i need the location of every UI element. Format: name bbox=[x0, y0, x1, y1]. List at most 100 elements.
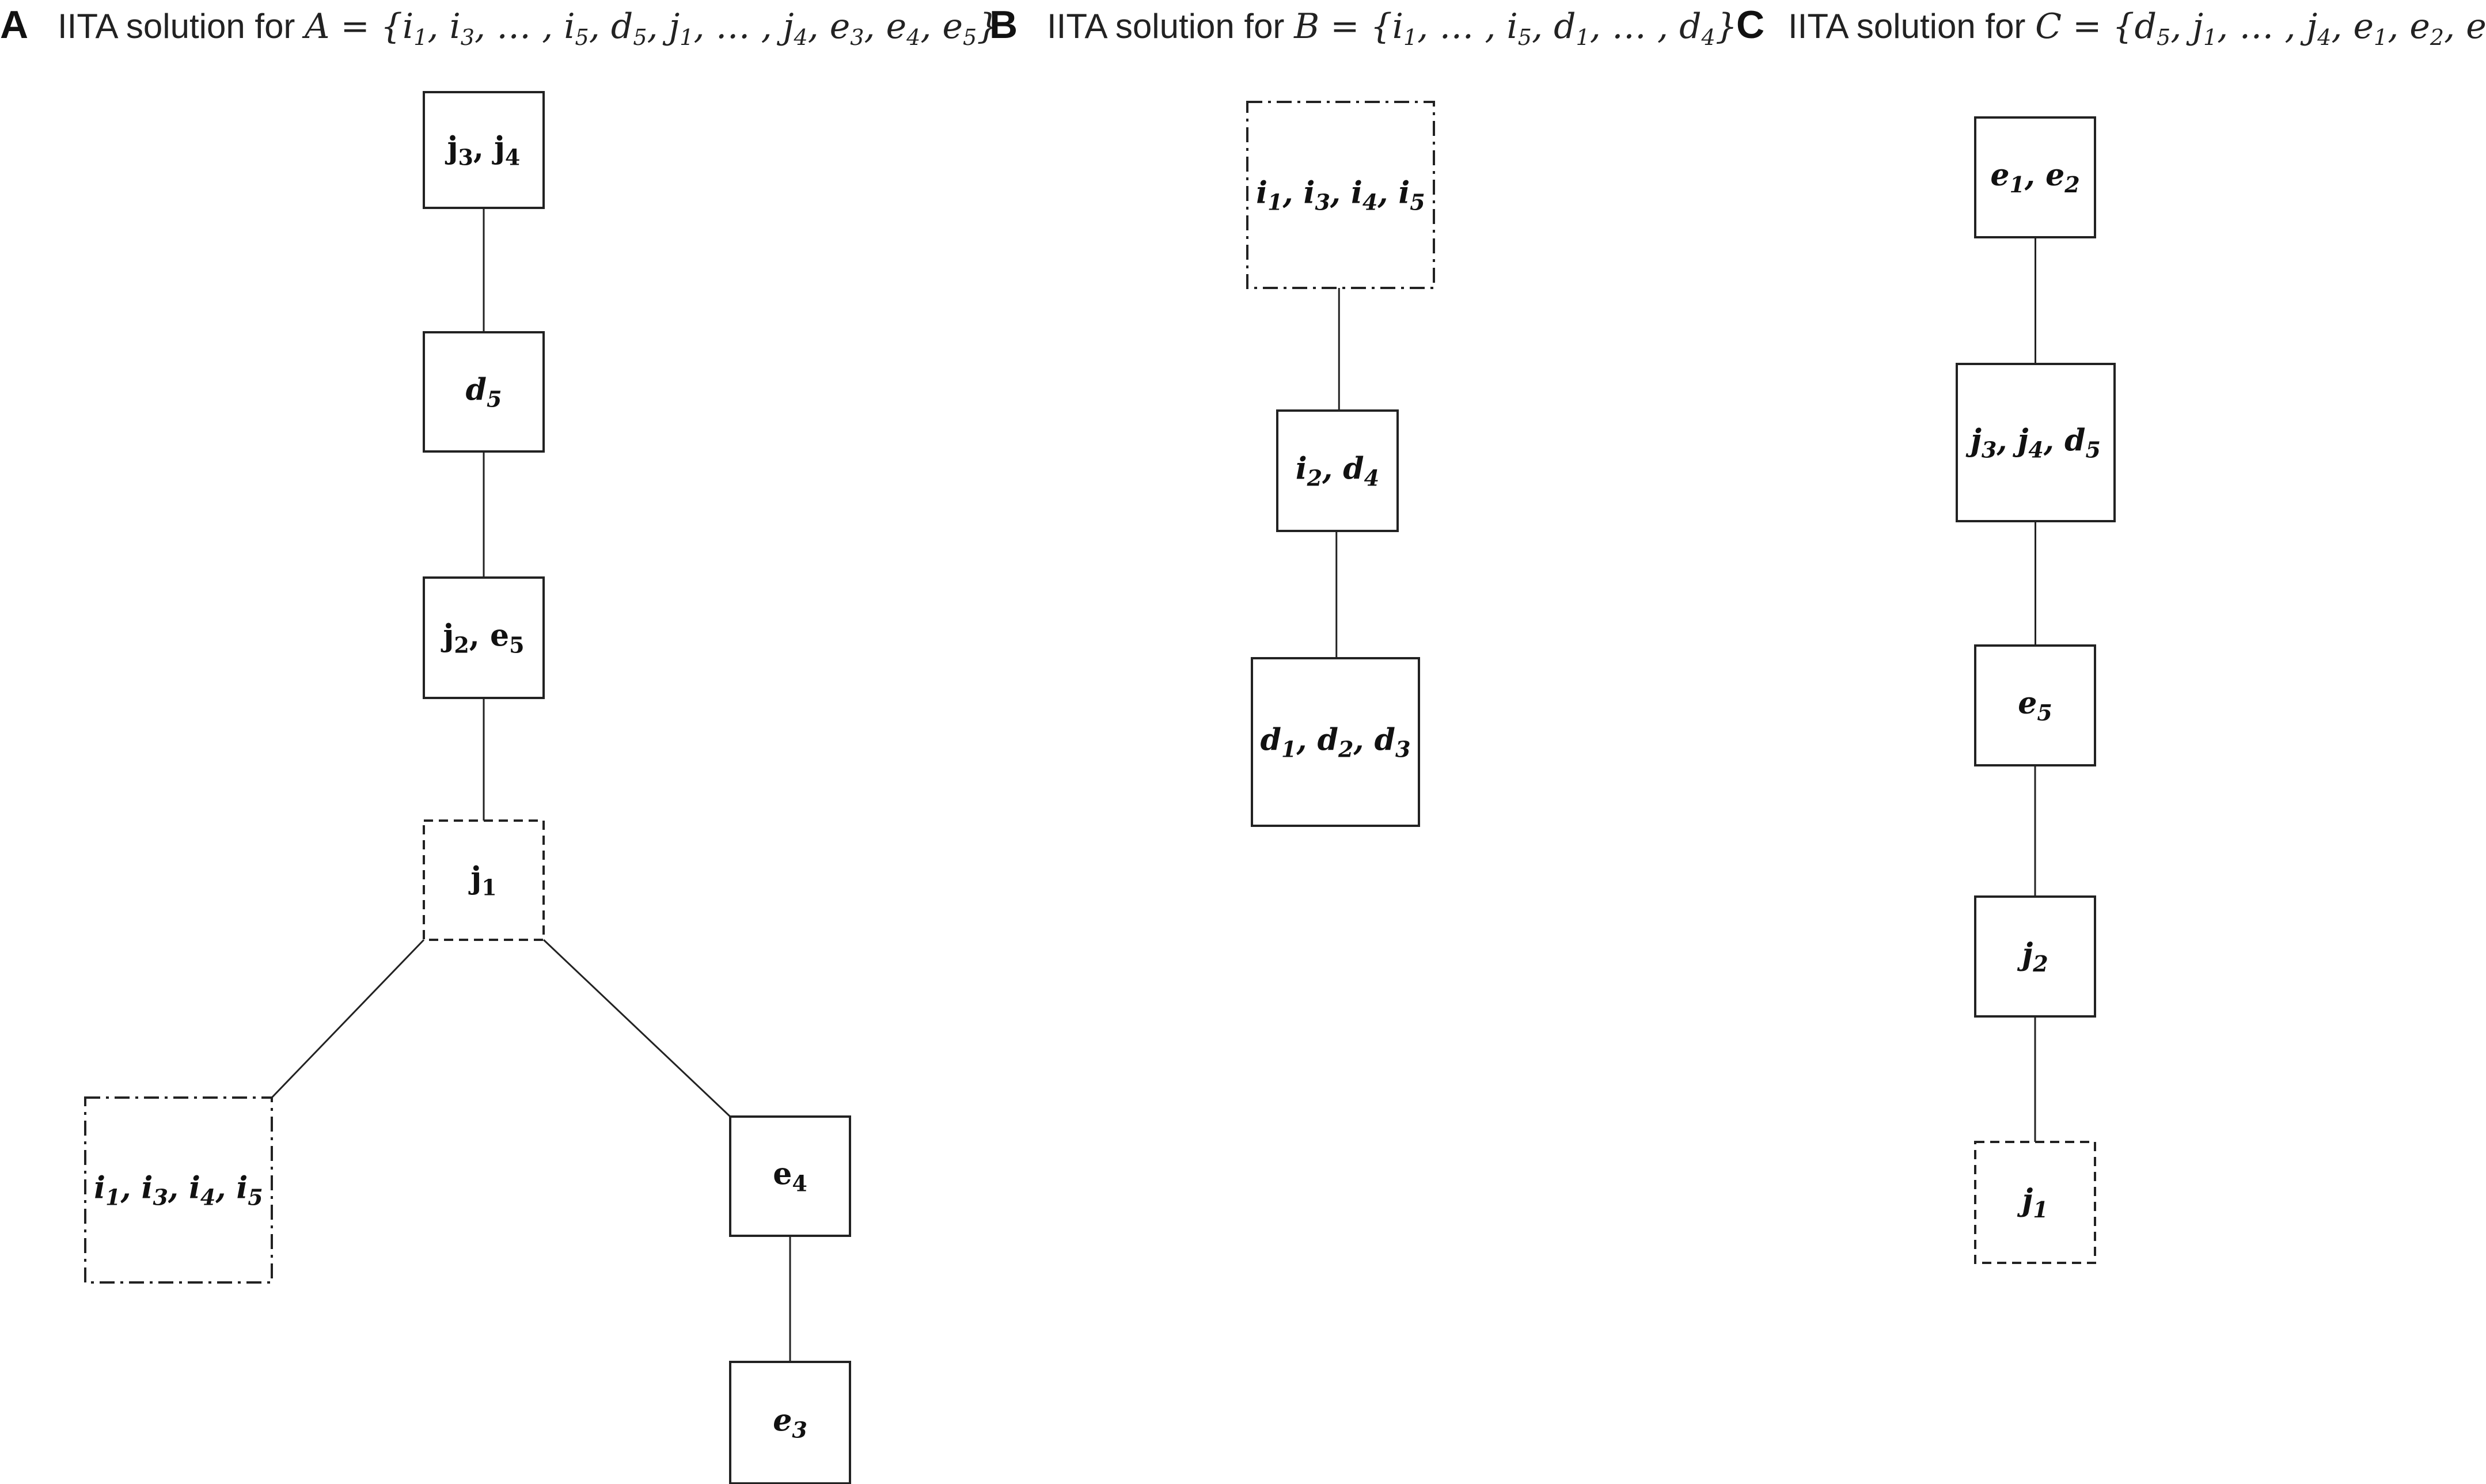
title-set-text: i bbox=[450, 6, 461, 47]
node-label: d1, d2, d3 bbox=[1261, 723, 1411, 762]
node-label-text: e bbox=[773, 1157, 792, 1192]
title-set-subscript: 1 bbox=[1576, 25, 1590, 50]
node-box bbox=[423, 576, 545, 699]
node-label-subscript: 5 bbox=[2037, 700, 2052, 726]
panel-title-prefix: IITA solution for bbox=[1788, 7, 2035, 45]
node-label-subscript: 3 bbox=[458, 145, 473, 170]
node-a5: i1, i3, i4, i5 bbox=[84, 1096, 273, 1284]
title-set-subscript: 4 bbox=[2317, 25, 2331, 50]
title-set-text: i bbox=[1392, 6, 1403, 47]
title-set-text: , bbox=[647, 6, 669, 47]
node-label-subscript: 4 bbox=[1362, 189, 1377, 215]
node-box bbox=[1956, 363, 2116, 522]
title-set-subscript: 5 bbox=[963, 25, 977, 50]
title-set-text: , … , bbox=[1590, 6, 1679, 47]
node-box bbox=[1974, 895, 2096, 1018]
node-c5: j1 bbox=[1974, 1141, 2096, 1264]
node-label-subscript: 1 bbox=[2033, 1197, 2048, 1223]
title-set-subscript: 5 bbox=[575, 25, 589, 50]
node-b2: i2, d4 bbox=[1276, 409, 1399, 532]
node-label-subscript: 4 bbox=[1364, 465, 1379, 491]
node-label-text: , d bbox=[1322, 451, 1364, 487]
node-label-text: j bbox=[445, 131, 458, 166]
node-label-subscript: 4 bbox=[792, 1171, 807, 1197]
title-set-text: , … , bbox=[2217, 6, 2306, 47]
title-set-text: e bbox=[830, 6, 851, 47]
title-set-text: , bbox=[864, 6, 886, 47]
title-set-subscript: 5 bbox=[633, 25, 647, 50]
title-set-subscript: 5 bbox=[1518, 25, 1532, 50]
node-box bbox=[1246, 101, 1435, 289]
title-set-text: e bbox=[2354, 6, 2374, 47]
panel-title-set: B = {i1, … , i5, d1, … , d4} bbox=[1293, 6, 1737, 50]
node-label-subscript: 2 bbox=[2064, 172, 2079, 198]
panel-letter-c: C bbox=[1736, 3, 1764, 47]
node-label-subscript: 5 bbox=[248, 1185, 263, 1210]
node-box bbox=[729, 1361, 851, 1484]
node-label-subscript: 5 bbox=[487, 386, 502, 412]
node-label-text: e bbox=[773, 1403, 792, 1439]
node-a1: j3, j4 bbox=[423, 91, 545, 209]
node-label-text: , d bbox=[1296, 723, 1338, 758]
node-box bbox=[84, 1096, 273, 1284]
node-label-subscript: 1 bbox=[1267, 189, 1282, 215]
title-set-subscript: 1 bbox=[1403, 25, 1417, 50]
node-box bbox=[1251, 657, 1420, 827]
panel-letter-b: B bbox=[989, 3, 1018, 47]
title-set-text: e bbox=[886, 6, 907, 47]
node-label-text: , i bbox=[215, 1171, 248, 1206]
node-label-text: e bbox=[1990, 158, 2009, 193]
title-set-subscript: 3 bbox=[850, 25, 864, 50]
title-set-text: = { bbox=[2062, 6, 2135, 47]
panel-title-a: IITA solution for A = {i1, i3, … , i5, d… bbox=[58, 6, 999, 50]
node-label-subscript: 3 bbox=[153, 1185, 168, 1210]
title-set-text: , … , bbox=[475, 6, 564, 47]
node-box bbox=[729, 1115, 851, 1237]
title-set-text: d bbox=[611, 6, 633, 47]
node-label: j2, e5 bbox=[441, 618, 524, 658]
node-box bbox=[423, 91, 545, 209]
node-label-text: , i bbox=[1330, 176, 1362, 211]
node-label-subscript: 3 bbox=[1982, 437, 1997, 463]
title-set-text: = { bbox=[329, 6, 403, 47]
node-label-text: , d bbox=[1353, 723, 1395, 758]
title-set-subscript: 4 bbox=[1701, 25, 1715, 50]
title-set-text: , bbox=[920, 6, 942, 47]
title-set-text: d bbox=[1554, 6, 1576, 47]
node-box bbox=[1974, 1141, 2096, 1264]
title-set-subscript: 3 bbox=[461, 25, 475, 50]
node-label: i2, d4 bbox=[1296, 451, 1379, 491]
panel-title-c: IITA solution for C = {d5, j1, … , j4, e… bbox=[1788, 6, 2486, 50]
node-label-text: , e bbox=[469, 618, 509, 654]
node-label-subscript: 1 bbox=[1281, 737, 1296, 762]
title-set-subscript: 1 bbox=[2374, 25, 2388, 50]
node-b1: i1, i3, i4, i5 bbox=[1246, 101, 1435, 289]
title-set-text: A bbox=[302, 6, 329, 47]
node-label-subscript: 2 bbox=[1338, 737, 1353, 762]
node-a6: e4 bbox=[729, 1115, 851, 1237]
node-label-text: , d bbox=[2043, 423, 2086, 458]
node-label-text: d bbox=[466, 373, 487, 408]
node-box bbox=[1276, 409, 1399, 532]
edges-layer bbox=[271, 208, 2036, 1362]
title-set-subscript: 4 bbox=[793, 25, 807, 50]
node-label-text: , j bbox=[473, 131, 505, 166]
node-label-text: j bbox=[441, 618, 454, 654]
node-box bbox=[423, 331, 545, 453]
node-label: i1, i3, i4, i5 bbox=[1256, 176, 1425, 215]
title-set-text: i bbox=[403, 6, 413, 47]
title-set-text: B bbox=[1293, 6, 1319, 47]
node-label-text: , i bbox=[120, 1171, 153, 1206]
title-set-text: C bbox=[2035, 6, 2062, 47]
node-label-text: , i bbox=[1377, 176, 1410, 211]
node-c4: j2 bbox=[1974, 895, 2096, 1018]
panel-title-b: IITA solution for B = {i1, … , i5, d1, …… bbox=[1047, 6, 1737, 50]
node-label-subscript: 3 bbox=[1315, 189, 1330, 215]
title-set-text: d bbox=[2135, 6, 2157, 47]
node-label-text: i bbox=[1296, 451, 1307, 487]
node-a7: e3 bbox=[729, 1361, 851, 1484]
title-set-text: i bbox=[1507, 6, 1518, 47]
title-set-text: } bbox=[1715, 6, 1737, 47]
